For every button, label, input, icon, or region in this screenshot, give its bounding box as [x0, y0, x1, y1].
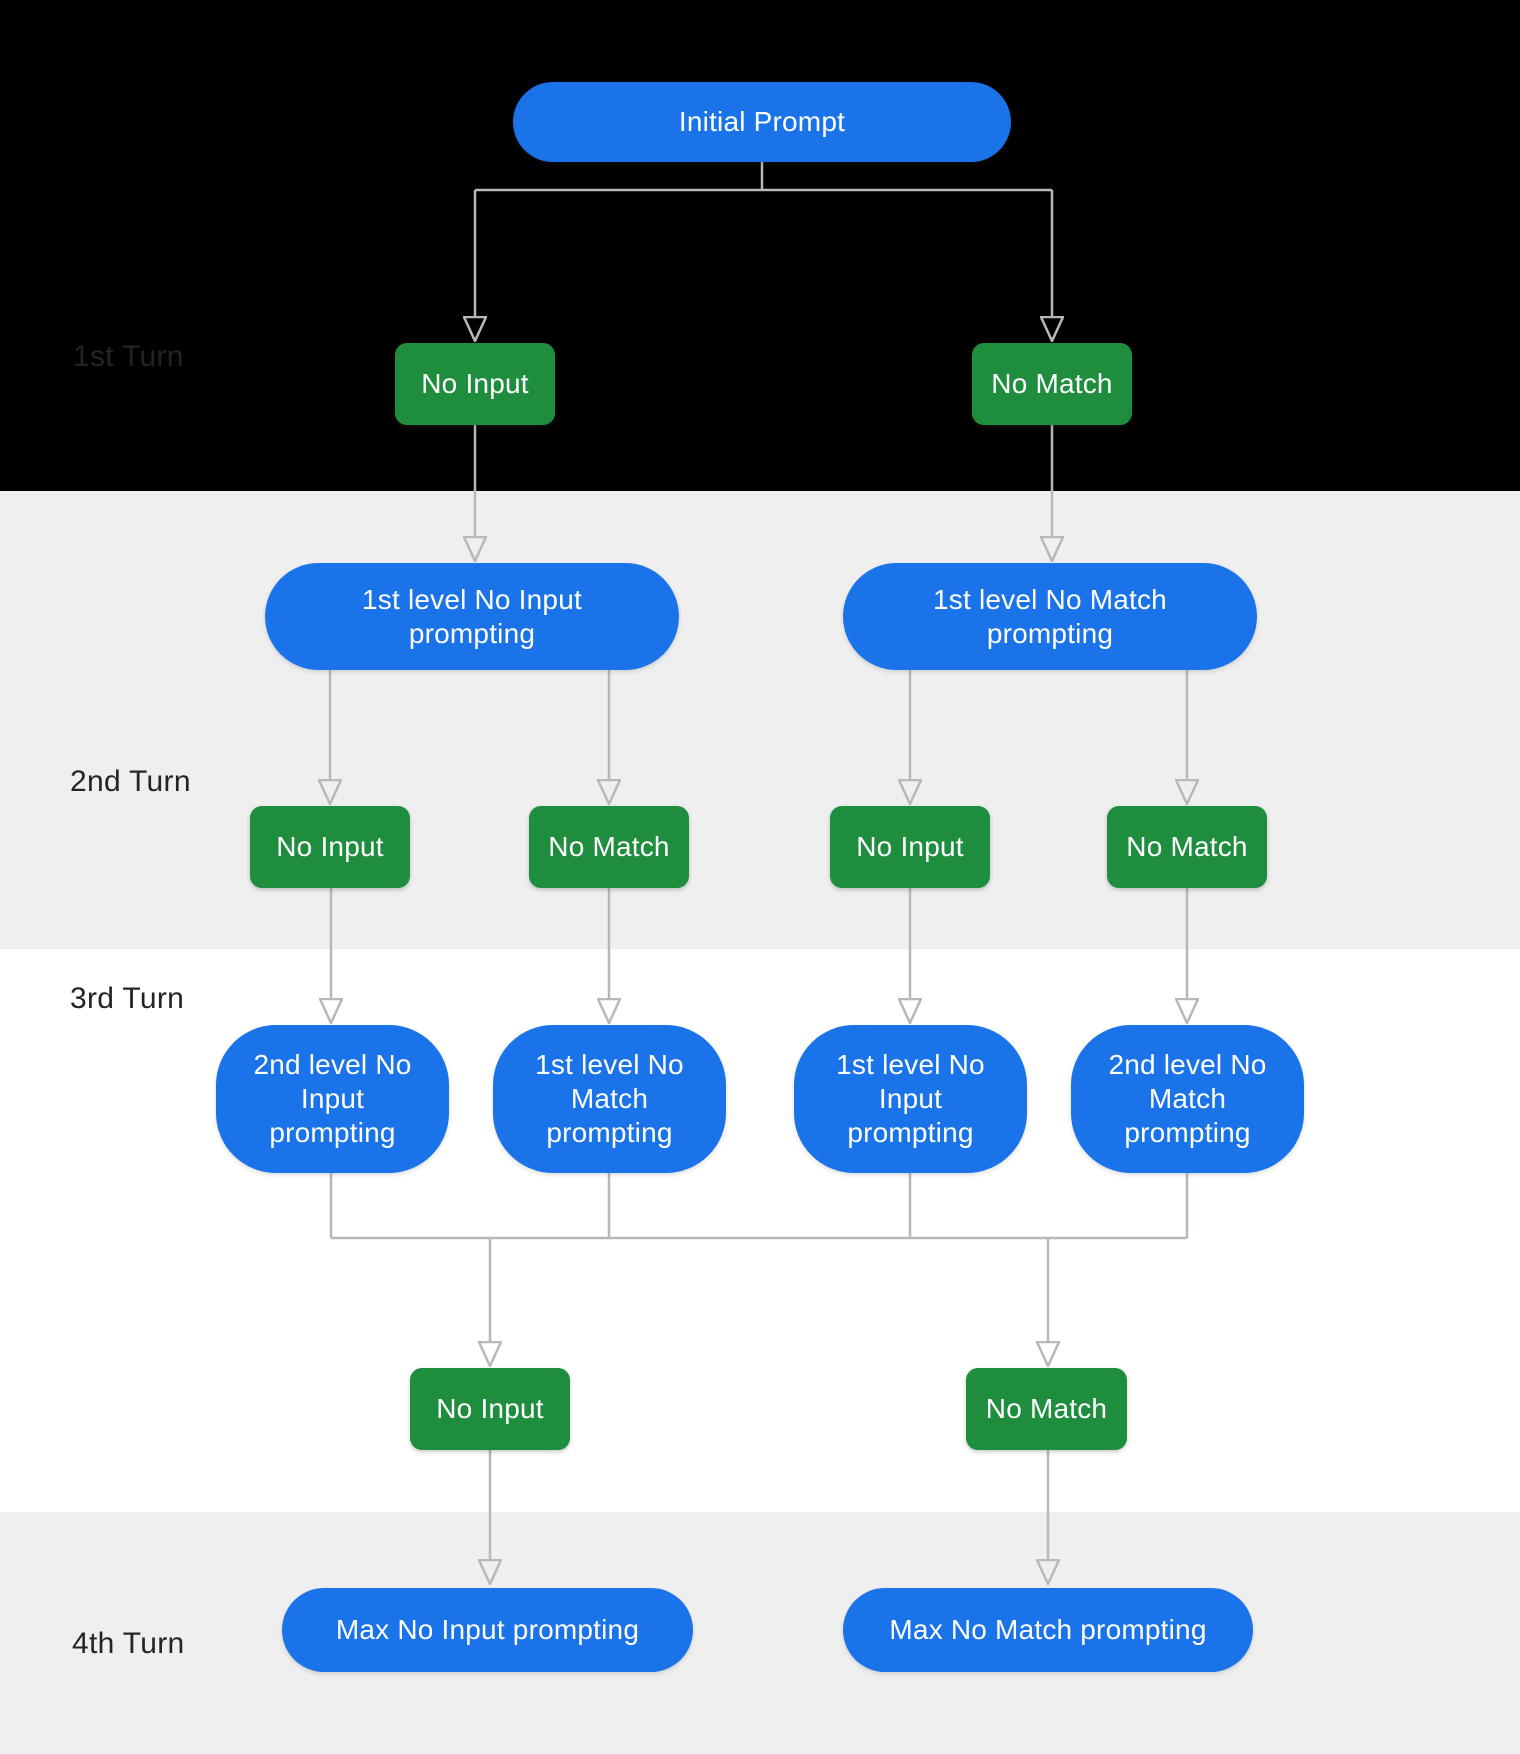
label-2nd-turn: 2nd Turn [70, 765, 191, 798]
node-1st-level-no-input-prompting: 1st level No Input prompting [265, 563, 679, 670]
edge-convergence-bus [329, 1173, 1189, 1240]
edge-initial-elbow [475, 162, 1052, 192]
node-1st-level-no-input-prompting-2: 1st level No Input prompting [794, 1025, 1027, 1173]
label-3rd-turn: 3rd Turn [70, 982, 185, 1015]
node-turn3-no-input: No Input [410, 1368, 570, 1450]
band-turn1-black [0, 0, 1520, 491]
node-1st-level-no-match-prompting: 1st level No Match prompting [843, 563, 1257, 670]
node-max-no-input-prompting: Max No Input prompting [282, 1588, 693, 1672]
label-1st-turn: 1st Turn [73, 340, 184, 373]
band-turn4-gray [0, 1512, 1520, 1754]
node-turn2-no-match-left: No Match [529, 806, 689, 888]
node-turn3-no-match: No Match [966, 1368, 1127, 1450]
node-2nd-level-no-input-prompting: 2nd level No Input prompting [216, 1025, 449, 1173]
node-turn2-no-match-right: No Match [1107, 806, 1267, 888]
node-max-no-match-prompting: Max No Match prompting [843, 1588, 1253, 1672]
node-2nd-level-no-match-prompting: 2nd level No Match prompting [1071, 1025, 1304, 1173]
node-turn1-no-input: No Input [395, 343, 555, 425]
node-turn1-no-match: No Match [972, 343, 1132, 425]
node-1st-level-no-match-prompting-2: 1st level No Match prompting [493, 1025, 726, 1173]
node-turn2-no-input-right: No Input [830, 806, 990, 888]
label-4th-turn: 4th Turn [72, 1627, 185, 1660]
node-initial-prompt: Initial Prompt [513, 82, 1011, 162]
node-turn2-no-input-left: No Input [250, 806, 410, 888]
